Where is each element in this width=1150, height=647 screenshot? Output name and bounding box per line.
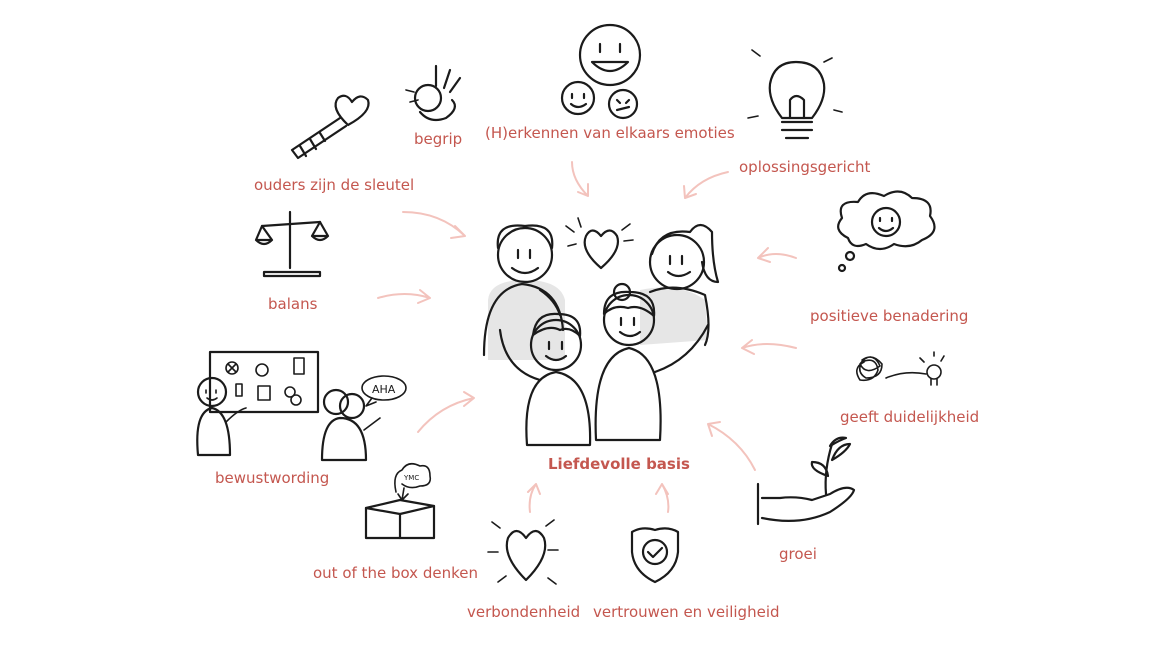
speech-bubble-text: AHA <box>372 383 396 396</box>
cloud-text: YMC <box>403 474 419 482</box>
arrow-vertrouwen <box>655 483 670 513</box>
arrow-sleutel <box>402 211 466 239</box>
arrows <box>377 161 797 513</box>
node-label-positief: positieve benadering <box>810 307 969 325</box>
open-box-icon: YMC <box>364 462 436 540</box>
ok-hand-icon <box>405 64 462 122</box>
thought-cloud-icon <box>837 190 936 273</box>
node-label-vertrouwen: vertrouwen en veiligheid <box>593 603 780 621</box>
node-label-emoties: (H)erkennen van elkaars emoties <box>485 124 735 142</box>
node-label-begrip: begrip <box>414 130 463 148</box>
node-label-outofbox: out of the box denken <box>313 564 478 582</box>
heart-icon <box>487 519 559 585</box>
arrow-positief <box>757 247 797 263</box>
node-label-sleutel: ouders zijn de sleutel <box>254 176 415 194</box>
tangle-to-lightbulb-icon <box>856 351 945 386</box>
arrow-balans <box>377 289 431 304</box>
arrow-bewust <box>417 391 475 433</box>
center-label: Liefdevolle basis <box>548 455 690 473</box>
shield-check-icon <box>630 527 680 584</box>
family-illustration <box>482 217 720 447</box>
heart-key-icon <box>290 94 370 160</box>
node-label-oplossingsgericht: oplossingsgericht <box>739 158 871 176</box>
lightbulb-icon <box>747 49 843 140</box>
node-label-bewustwording: bewustwording <box>215 469 330 487</box>
arrow-verbonden <box>527 483 541 513</box>
arrow-groei <box>707 421 756 471</box>
smiley-faces-icon <box>560 23 642 120</box>
scales-icon <box>254 210 330 278</box>
arrow-duidelijk <box>741 339 797 355</box>
node-label-balans: balans <box>268 295 318 313</box>
arrow-oplossing <box>683 171 729 199</box>
arrow-emoties <box>571 161 589 197</box>
node-label-duidelijkheid: geeft duidelijkheid <box>840 408 980 426</box>
hand-plant-icon <box>756 436 856 526</box>
whiteboard-people-icon: AHA <box>196 350 407 462</box>
node-label-verbondenheid: verbondenheid <box>467 603 581 621</box>
node-label-groei: groei <box>779 545 817 563</box>
